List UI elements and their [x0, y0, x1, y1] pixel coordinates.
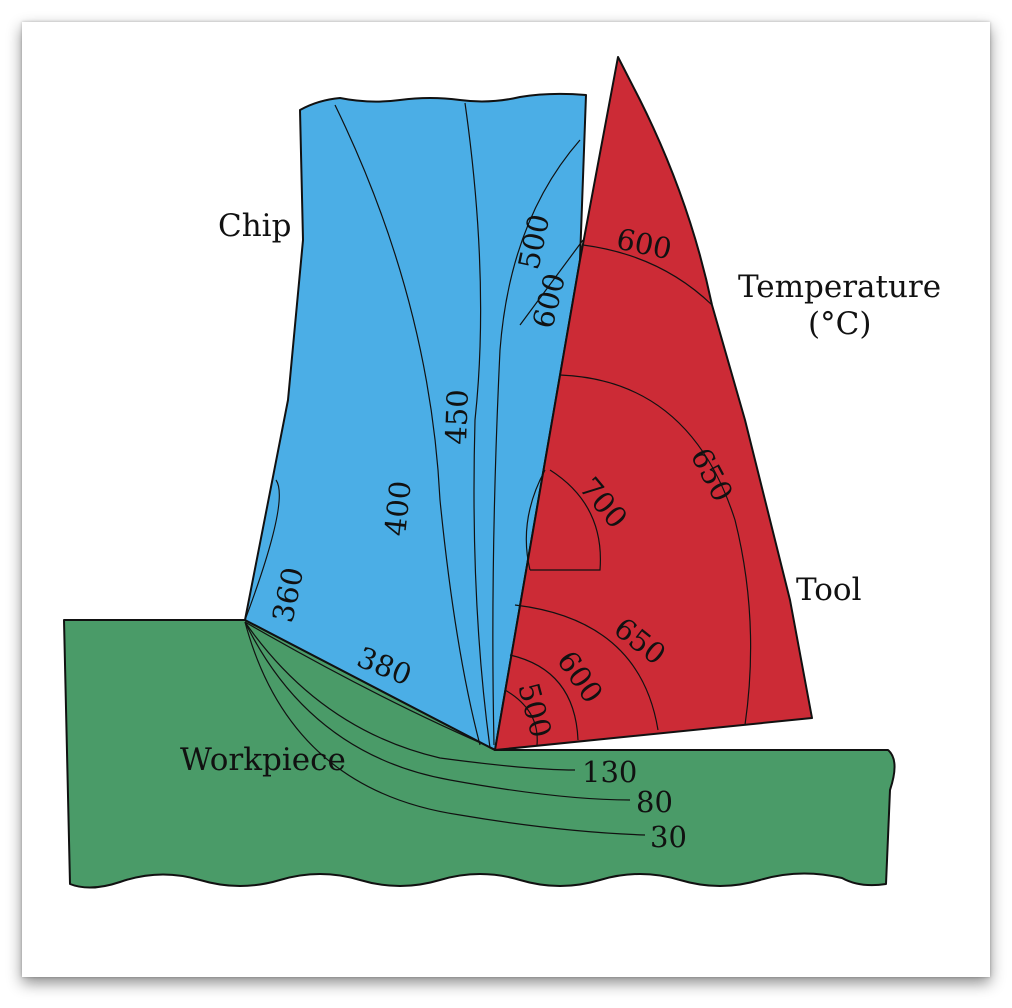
tool-region	[494, 56, 813, 751]
temperature-label: Temperature	[738, 269, 941, 305]
isotherm-label-30: 30	[650, 820, 687, 854]
isotherm-label-80: 80	[636, 785, 673, 819]
isotherm-label-130: 130	[582, 755, 637, 789]
isotherm-label-400: 400	[378, 479, 418, 538]
temperature-unit-label: (°C)	[808, 306, 871, 342]
chip-label: Chip	[218, 208, 291, 244]
chip-region	[244, 92, 587, 751]
tool-label: Tool	[796, 572, 862, 608]
workpiece-isotherm-lines	[244, 621, 646, 836]
workpiece-region	[63, 619, 896, 889]
tool-isotherm-lines	[504, 244, 752, 746]
chip-isotherm-lines	[244, 102, 584, 749]
isotherm-label-450: 450	[439, 389, 475, 446]
workpiece-label: Workpiece	[180, 742, 346, 778]
